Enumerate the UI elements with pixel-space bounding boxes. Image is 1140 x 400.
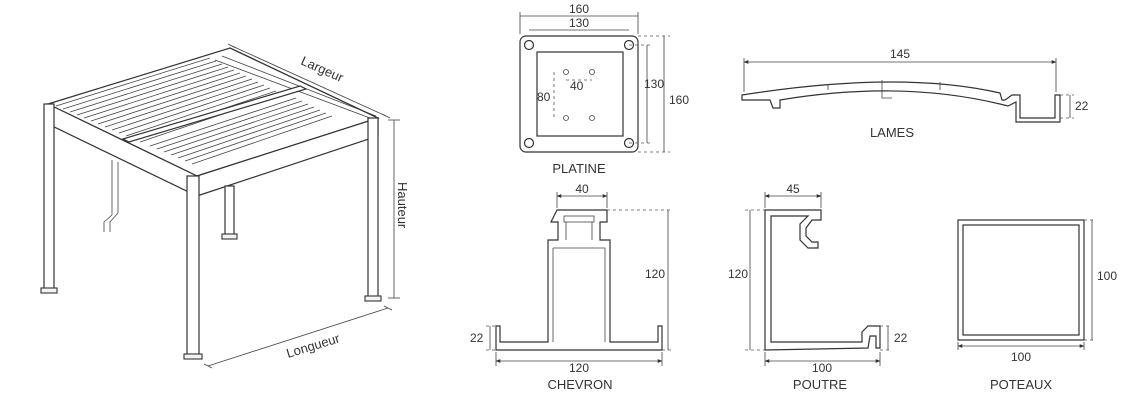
platine-dim-130-top: 130 bbox=[569, 16, 589, 30]
chevron-dim-120-v: 120 bbox=[645, 267, 665, 281]
poteau-outer bbox=[957, 219, 1085, 341]
post-front-left bbox=[43, 103, 55, 291]
poutre-dim-22: 22 bbox=[894, 331, 908, 345]
crank-handle bbox=[103, 160, 119, 232]
platine-inner-square bbox=[536, 51, 624, 137]
chevron-drawing: 40 120 22 120 CHEVRON bbox=[470, 182, 672, 392]
platine-dim-80: 80 bbox=[537, 90, 551, 104]
platine-dim-160-top: 160 bbox=[569, 2, 589, 16]
post-back-left bbox=[224, 185, 235, 237]
lames-dim-22: 22 bbox=[1075, 99, 1089, 113]
central-beam bbox=[121, 85, 308, 143]
poteau-inner bbox=[962, 224, 1080, 336]
platine-dim-40: 40 bbox=[570, 79, 584, 93]
longueur-label: Longueur bbox=[284, 330, 342, 361]
poteaux-title: POTEAUX bbox=[990, 377, 1052, 392]
poteaux-dim-100-v: 100 bbox=[1097, 269, 1117, 283]
largeur-label: Largeur bbox=[299, 53, 347, 85]
post-back-right bbox=[367, 117, 379, 299]
poutre-dim-100: 100 bbox=[812, 361, 832, 375]
poteaux-dim-100-h: 100 bbox=[1011, 350, 1031, 364]
chevron-profile bbox=[495, 209, 663, 351]
poutre-dim-45: 45 bbox=[786, 182, 800, 196]
chevron-dim-40: 40 bbox=[575, 182, 589, 196]
platine-plate bbox=[519, 35, 639, 153]
poutre-profile bbox=[764, 209, 881, 351]
poutre-drawing: 45 120 22 100 POUTRE bbox=[728, 182, 908, 392]
lame-profile bbox=[741, 81, 1061, 123]
lames-title: LAMES bbox=[870, 125, 914, 140]
poteaux-drawing: 100 100 POTEAUX bbox=[957, 219, 1117, 392]
lames-dim-145: 145 bbox=[890, 47, 910, 61]
platine-drawing: 160 130 160 130 80 40 PLATINE bbox=[519, 2, 689, 176]
hauteur-label: Hauteur bbox=[395, 182, 410, 229]
chevron-dim-22: 22 bbox=[470, 331, 484, 345]
poutre-title: POUTRE bbox=[793, 377, 848, 392]
platine-dim-160-side: 160 bbox=[669, 93, 689, 107]
platine-title: PLATINE bbox=[552, 161, 606, 176]
lames-drawing: 145 22 LAMES bbox=[741, 47, 1089, 140]
post-front-right bbox=[186, 175, 200, 357]
chevron-title: CHEVRON bbox=[547, 377, 612, 392]
chevron-dim-120-h: 120 bbox=[569, 361, 589, 375]
poutre-dim-120: 120 bbox=[728, 267, 748, 281]
pergola-illustration: Largeur Hauteur Longueur bbox=[40, 43, 410, 369]
platine-dim-130-side: 130 bbox=[644, 77, 664, 91]
